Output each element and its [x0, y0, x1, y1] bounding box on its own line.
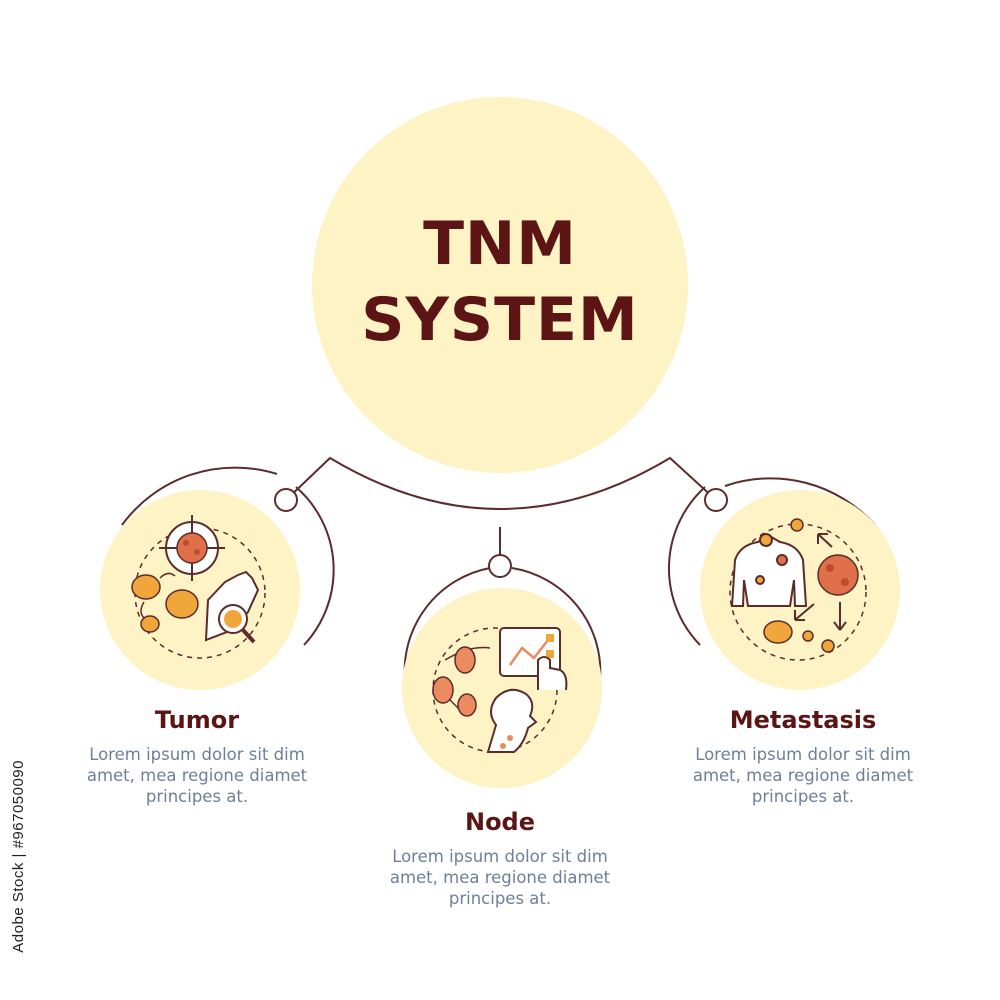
metastasis-arrows-icon [794, 533, 847, 631]
node-icon-group [432, 627, 568, 753]
node-arc-left [403, 567, 491, 681]
metastasis-description-line-3: principes at. [751, 787, 855, 806]
tumor-description-line-2: amet, mea regione diamet [86, 766, 308, 785]
metastasis-description-line-2: amet, mea regione diamet [692, 766, 914, 785]
tumor-arc-right [295, 486, 335, 646]
metastasis-label: Metastasis [729, 706, 877, 734]
connector-nodes [274, 488, 728, 578]
main-connector [285, 456, 717, 510]
node-description: Lorem ipsum dolor sit dim amet, mea regi… [370, 846, 630, 909]
hand-magnifier-icon [204, 570, 260, 644]
lymph-node-icon [432, 646, 491, 717]
tumor-connector-dot [274, 488, 298, 512]
metastasis-description-line-1: Lorem ipsum dolor sit dim [695, 745, 911, 764]
tumor-description-line-1: Lorem ipsum dolor sit dim [89, 745, 305, 764]
page-title-line-2: SYSTEM [361, 285, 639, 355]
node-description-line-3: principes at. [448, 889, 552, 908]
main-title-circle [312, 97, 688, 473]
tumor-circle [100, 490, 300, 690]
tumor-description: Lorem ipsum dolor sit dim amet, mea regi… [67, 744, 327, 807]
stock-credit: Adobe Stock | #967050090 [10, 760, 27, 953]
node-description-line-2: amet, mea regione diamet [389, 868, 611, 887]
metastasis-dashed-ring [729, 523, 867, 661]
node-arc-right [511, 567, 602, 681]
torso-icon [730, 533, 808, 607]
metastasis-connector-dot [704, 488, 728, 512]
tumor-blob-icon [131, 572, 199, 633]
diagnostic-screen-icon [499, 627, 568, 691]
metastasis-arc-left [667, 486, 706, 646]
metastasis-icon-group [729, 518, 867, 661]
tumor-label: Tumor [154, 706, 240, 734]
node-connector-dot [488, 554, 512, 578]
tumor-target-icon [159, 515, 225, 581]
node-circle [402, 588, 602, 788]
node-description-line-1: Lorem ipsum dolor sit dim [392, 847, 608, 866]
metastasis-description: Lorem ipsum dolor sit dim amet, mea regi… [673, 744, 933, 807]
page-title-line-1: TNM [423, 209, 577, 279]
tumor-icon-group [131, 515, 266, 659]
node-label: Node [464, 808, 536, 836]
tumor-arc-top [121, 466, 278, 526]
head-profile-icon [486, 688, 538, 753]
metastasis-tumor-icon [763, 518, 859, 653]
tumor-description-line-3: principes at. [145, 787, 249, 806]
